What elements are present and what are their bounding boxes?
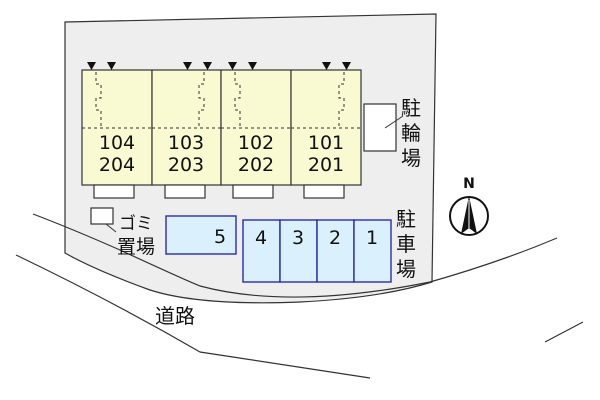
bicycle-parking-leader [384,115,404,129]
unit-lower-label: 204 [99,154,135,176]
unit-101-201: 101 201 [290,62,362,199]
stairs-outline [198,72,205,128]
car-parking-char: 駐 [396,207,416,231]
unit-upper-label: 101 [308,132,344,154]
unit-102-202: 102 202 [220,62,292,199]
car-parking-char: 車 [396,232,416,256]
parking-space-3 [279,219,318,283]
compass: N [449,176,489,236]
parking-space-2 [316,219,355,283]
parking-space-5 [165,215,237,255]
unit-block [81,69,153,186]
stairs-outline [338,72,345,128]
entrance-marker [87,62,116,70]
unit-upper-label: 102 [238,132,274,154]
unit-upper-label: 103 [168,132,204,154]
parking-number: 3 [292,227,304,249]
garbage-label-line1: ゴミ [119,213,153,234]
bicycle-parking: 駐 輪 場 [363,96,421,170]
parking-space-4 [242,219,281,283]
garbage-box [90,207,114,225]
unit-block [151,69,222,186]
garbage-station: ゴミ 置場 [90,207,155,258]
garbage-label-line2: 置場 [117,236,155,258]
car-parking: 5 4 3 2 1 駐 車 場 [165,207,416,283]
entrance-marker [322,62,351,70]
bicycle-parking-char: 場 [401,146,421,170]
unit-porch [303,184,345,199]
car-parking-char: 場 [396,257,416,281]
unit-lower-label: 203 [168,154,204,176]
unit-porch [232,184,274,199]
stairs-outline [234,72,241,128]
entrance-marker [183,62,212,70]
unit-upper-label: 104 [99,132,135,154]
entrance-marker [228,62,257,70]
unit-103-203: 103 203 [151,62,222,199]
bicycle-parking-box [363,103,397,152]
road-lines [15,213,584,379]
building: 104 204 103 203 102 202 101 [81,62,362,199]
bicycle-parking-char: 駐 [401,96,421,120]
unit-lower-label: 201 [308,154,344,176]
garbage-leader [105,223,117,233]
unit-104-204: 104 204 [81,62,153,199]
parking-space-1 [353,219,392,283]
parking-number: 5 [214,226,226,248]
unit-porch [93,184,135,199]
unit-block [290,69,362,186]
bicycle-parking-char: 輪 [401,121,421,145]
unit-lower-label: 202 [238,154,274,176]
stairs-outline [95,72,102,128]
parking-number: 2 [329,227,341,249]
parking-number: 1 [366,227,378,249]
unit-block [220,69,292,186]
compass-north-label: N [463,176,475,192]
road-label: 道路 [155,304,195,328]
parking-number: 4 [255,227,267,249]
unit-porch [164,184,206,199]
